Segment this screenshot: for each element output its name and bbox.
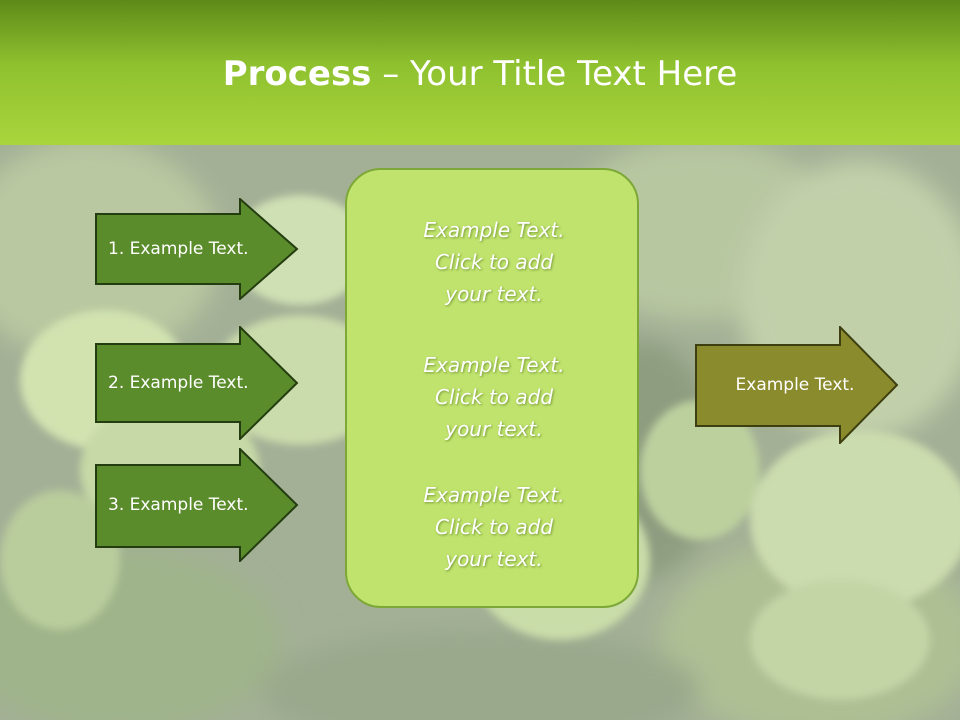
title-bar: Process – Your Title Text Here [0,0,960,145]
text-line: your text. [347,278,641,310]
text-line: Click to add [347,511,641,543]
text-line: Example Text. [347,214,641,246]
center-text-box[interactable]: Example Text. Click to add your text. Ex… [345,168,639,608]
arrow-label: 2. Example Text. [108,326,288,440]
left-arrow-3[interactable]: 3. Example Text. [95,448,300,562]
center-text-block-1: Example Text. Click to add your text. [347,214,641,310]
text-line: your text. [347,543,641,575]
text-line: your text. [347,413,641,445]
left-arrow-1[interactable]: 1. Example Text. [95,198,300,300]
text-line: Click to add [347,381,641,413]
text-line: Click to add [347,246,641,278]
slide-title[interactable]: Process – Your Title Text Here [0,52,960,96]
text-line: Example Text. [347,479,641,511]
arrow-label: 1. Example Text. [108,198,288,300]
center-text-block-2: Example Text. Click to add your text. [347,349,641,445]
left-arrow-2[interactable]: 2. Example Text. [95,326,300,440]
title-rest: – Your Title Text Here [371,54,737,94]
title-bold: Process [223,54,372,94]
right-arrow[interactable]: Example Text. [695,326,900,444]
arrow-label: Example Text. [695,326,895,444]
text-line: Example Text. [347,349,641,381]
center-text-block-3: Example Text. Click to add your text. [347,479,641,575]
arrow-label: 3. Example Text. [108,448,288,562]
